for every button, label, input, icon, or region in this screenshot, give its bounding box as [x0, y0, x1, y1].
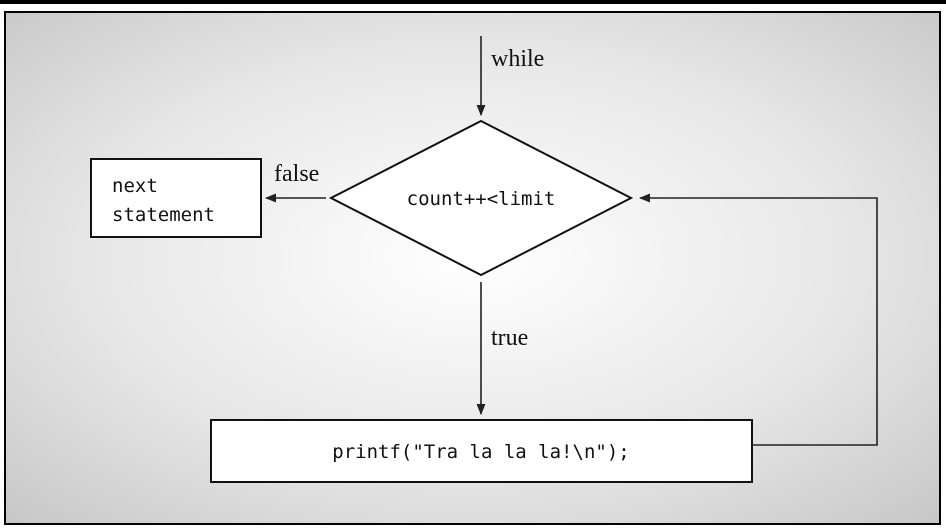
while-label: while: [491, 46, 544, 72]
condition-diamond: [328, 119, 634, 277]
top-frame-bar: [0, 0, 946, 4]
next-statement-line1: next: [112, 175, 158, 197]
false-label: false: [274, 161, 319, 187]
next-statement-line2: statement: [112, 204, 215, 226]
loop-body-text: printf("Tra la la la!\n");: [332, 441, 629, 463]
loop-back-arrow: [638, 193, 878, 446]
condition-text: count++<limit: [407, 188, 556, 210]
true-label: true: [491, 325, 528, 351]
loop-body-box: [210, 419, 753, 483]
next-statement-box: [90, 158, 262, 238]
